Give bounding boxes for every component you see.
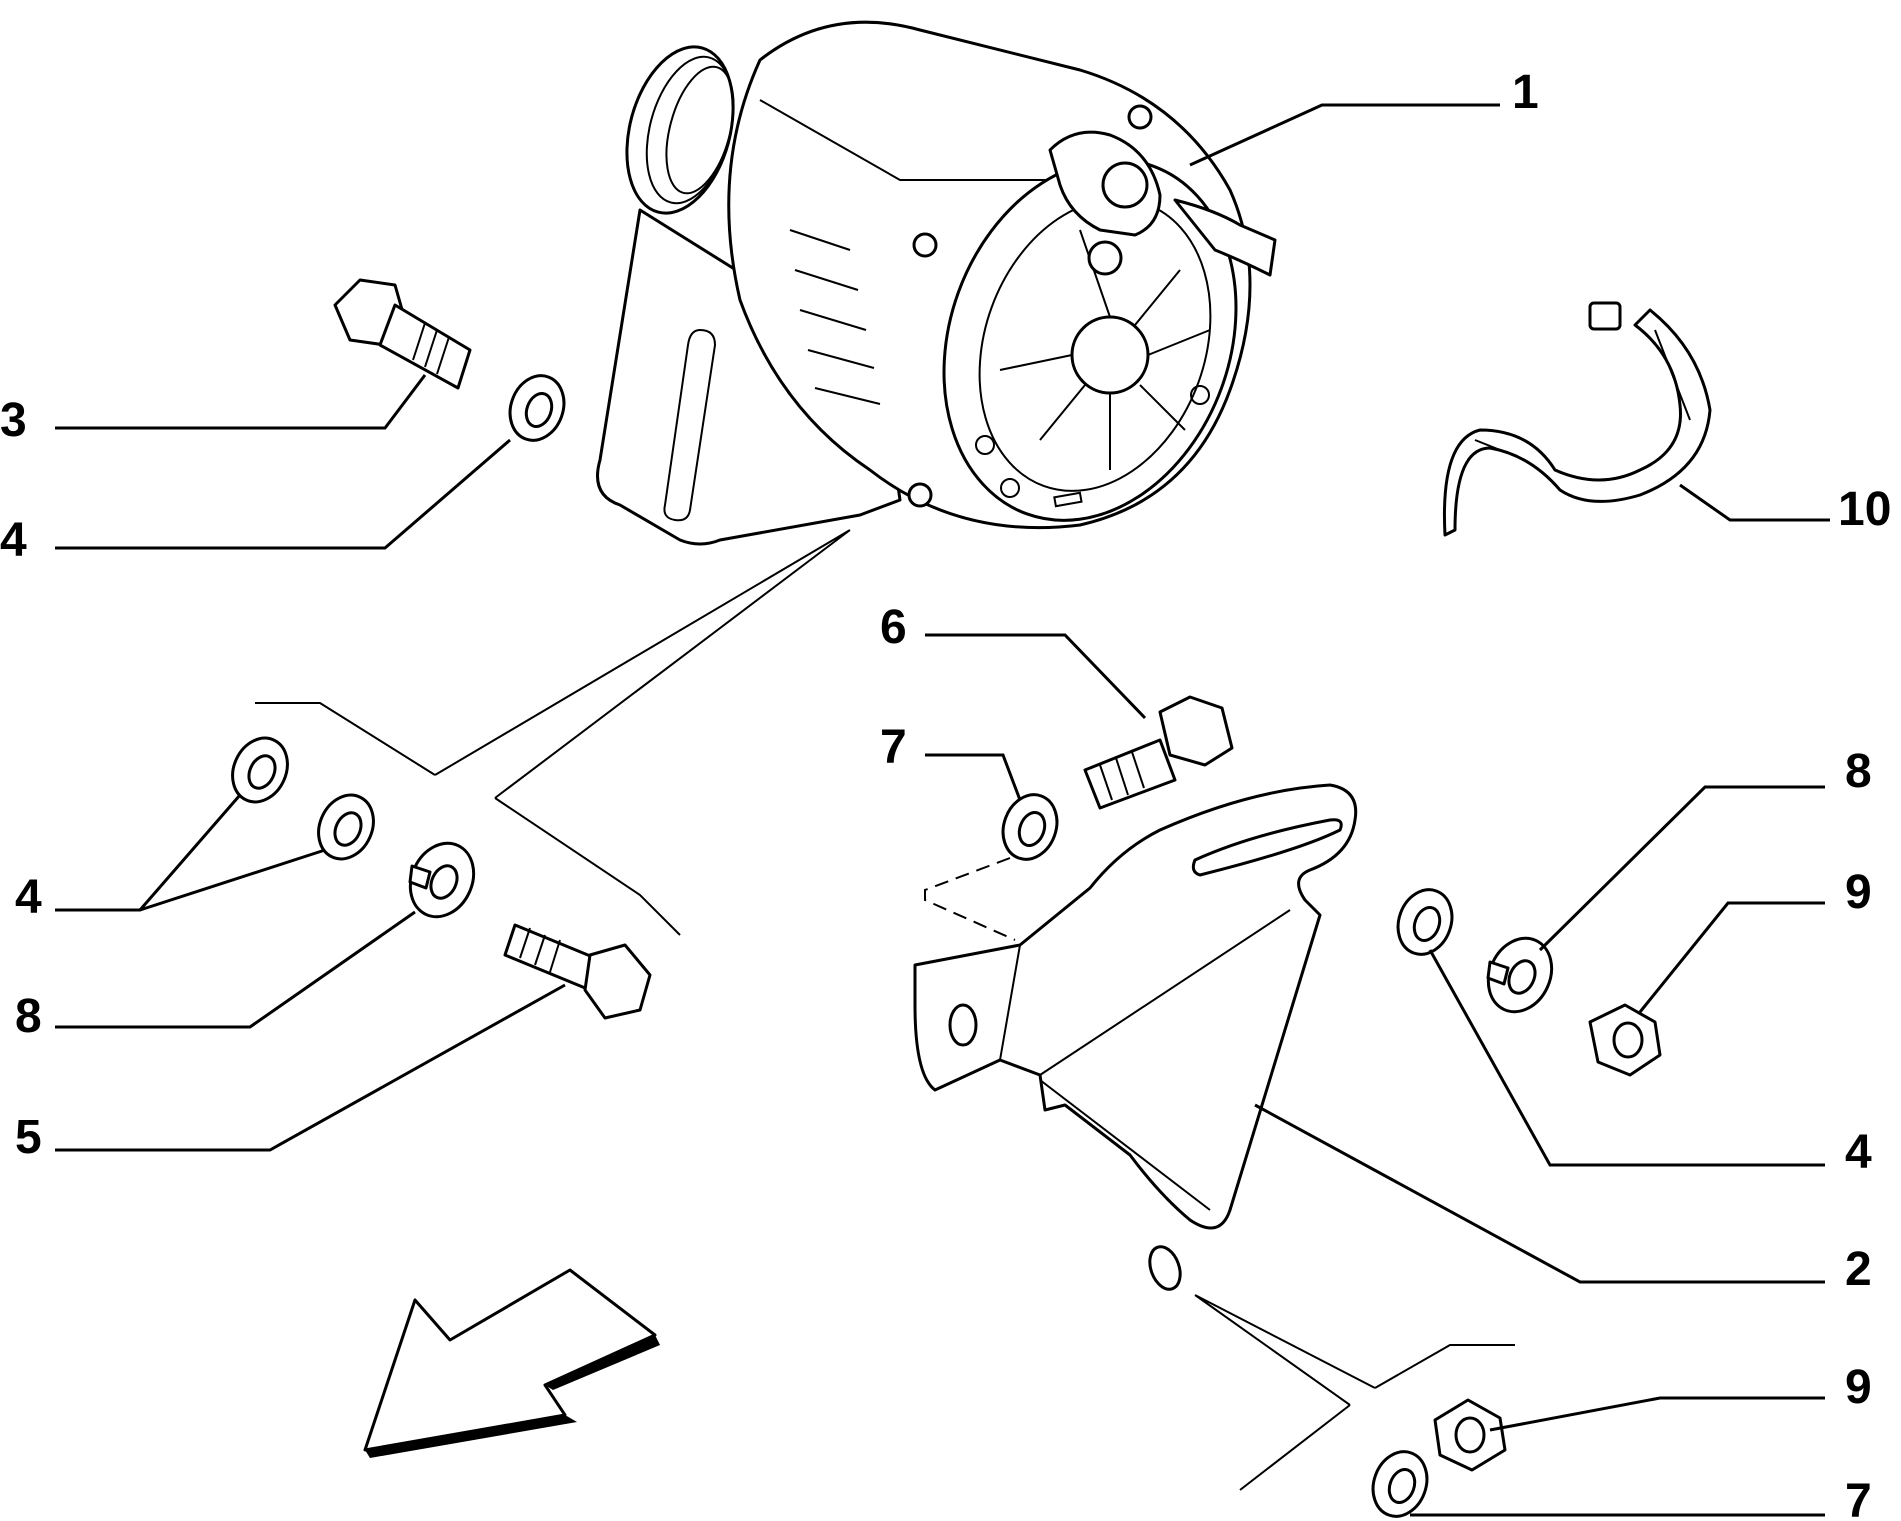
- callout-9-bottom: 9: [1845, 1361, 1872, 1414]
- callout-1: 1: [1512, 66, 1539, 119]
- split-washer-part-8-left: [408, 841, 476, 919]
- callout-labels: 1 3 4 10 6 7 8 9 4 8 5 4 2 9 7: [0, 66, 1891, 1521]
- washer-part-7-bottom: [1371, 1450, 1429, 1518]
- callout-6: 6: [880, 601, 907, 654]
- alternator-part: [596, 20, 1277, 546]
- construction-line-bottom: [1239, 1344, 1515, 1491]
- dashed-guide: [924, 857, 1016, 941]
- callout-7-bottom: 7: [1845, 1475, 1872, 1521]
- callout-4-right: 4: [1845, 1126, 1872, 1179]
- callout-4-left: 4: [15, 871, 42, 924]
- washer-part-4-left-b: [317, 793, 375, 861]
- callout-10: 10: [1838, 483, 1891, 536]
- bolt-part-5: [503, 923, 652, 1020]
- callout-5: 5: [15, 1111, 42, 1164]
- callout-7-right: 7: [880, 721, 907, 774]
- callout-8-left: 8: [15, 990, 42, 1043]
- washer-part-4-left-a: [231, 736, 289, 804]
- callout-3: 3: [0, 394, 27, 447]
- bracket-part-2: [913, 783, 1358, 1291]
- callout-2: 2: [1845, 1243, 1872, 1296]
- leader-lines: [55, 103, 1830, 1517]
- callout-9-right: 9: [1845, 866, 1872, 919]
- split-washer-part-8-right: [1486, 936, 1554, 1014]
- construction-line: [255, 702, 681, 936]
- washer-part-4-top: [508, 374, 566, 442]
- direction-arrow: [363, 1268, 660, 1458]
- bolt-part-6: [1083, 695, 1234, 810]
- clamp-band-part-10: [1442, 301, 1712, 537]
- washer-part-7-right: [1001, 793, 1059, 861]
- callout-8-right: 8: [1845, 745, 1872, 798]
- nut-part-9-bottom: [1433, 1398, 1507, 1472]
- nut-part-9-right: [1588, 1003, 1662, 1077]
- washer-part-4-right: [1396, 888, 1454, 956]
- callout-4-top: 4: [0, 514, 27, 567]
- bolt-part-3: [333, 278, 472, 390]
